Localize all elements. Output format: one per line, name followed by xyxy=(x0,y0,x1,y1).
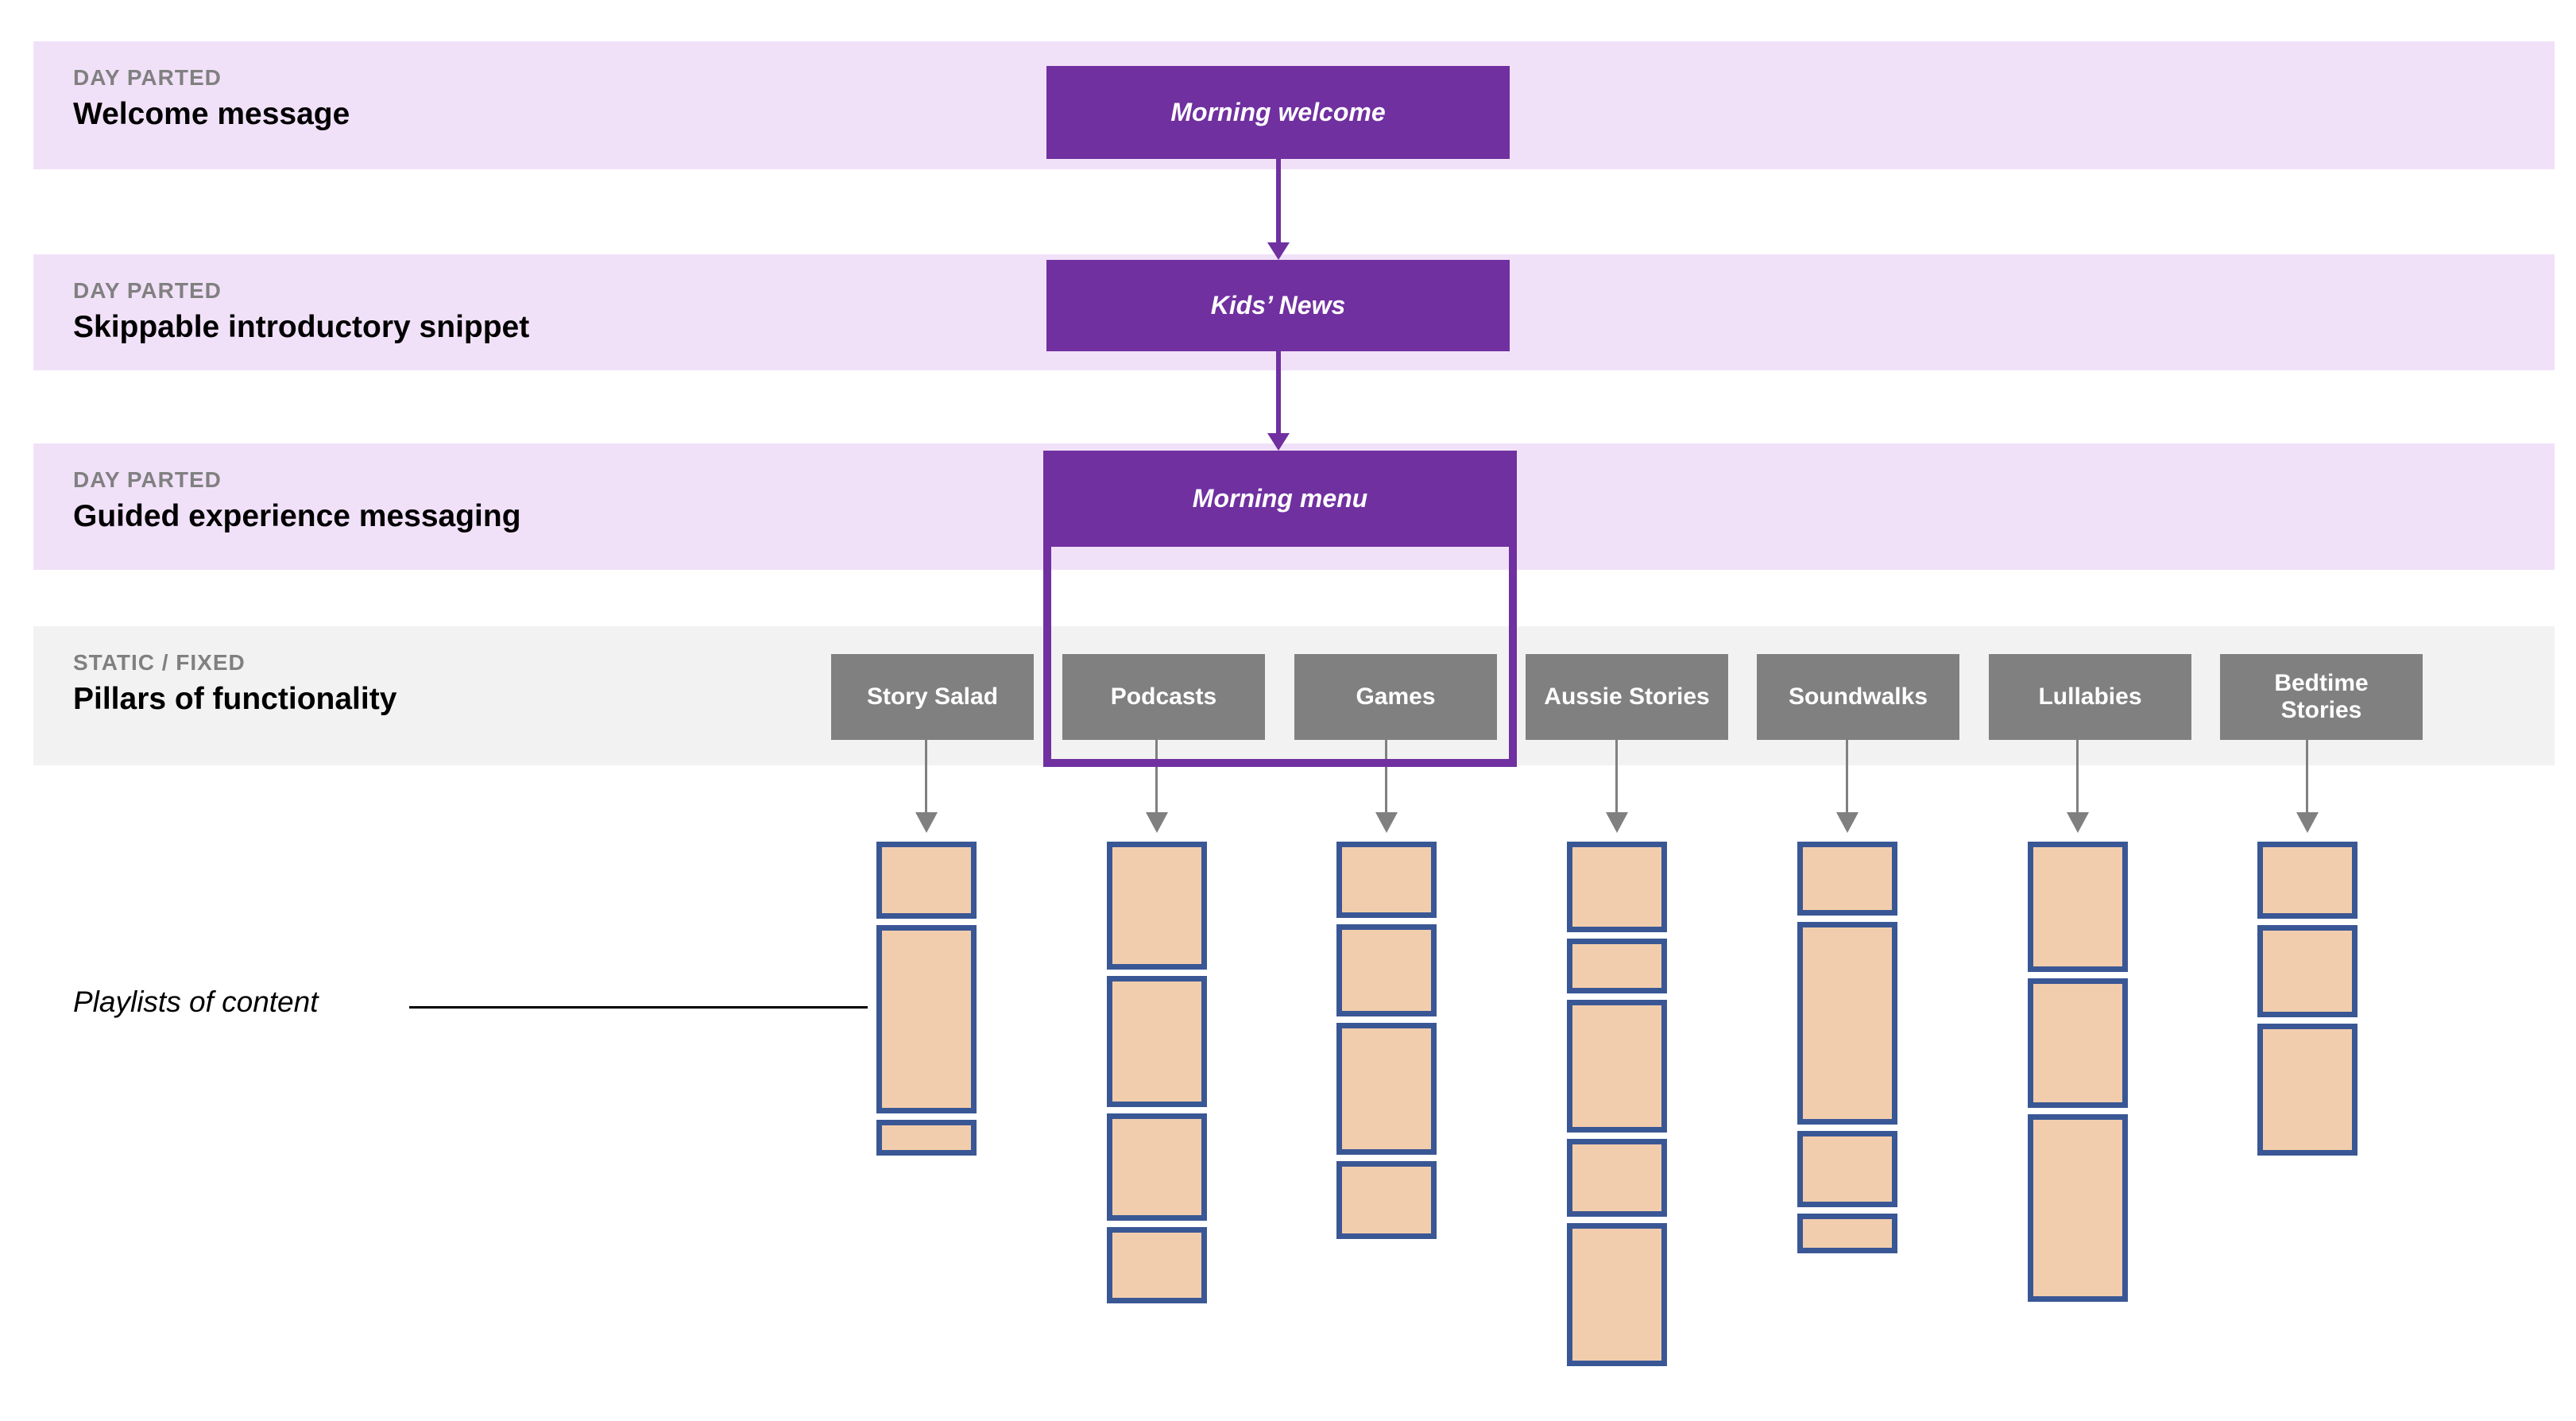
pillar-arrow-head xyxy=(2067,812,2089,833)
band-tag: DAY PARTED xyxy=(73,65,222,90)
playlist-box xyxy=(1797,922,1897,1125)
band-title: Guided experience messaging xyxy=(73,499,521,533)
playlist-box xyxy=(2257,1024,2357,1156)
playlist-box xyxy=(1567,1139,1667,1217)
playlist-box xyxy=(1567,1000,1667,1133)
playlist-box xyxy=(1567,1223,1667,1366)
pillar-arrow-line xyxy=(2306,740,2308,812)
pillar-aussie-stories: Aussie Stories xyxy=(1526,654,1728,740)
playlist-box xyxy=(876,925,977,1113)
pillar-arrow-line xyxy=(1846,740,1848,812)
pillar-podcasts: Podcasts xyxy=(1062,654,1265,740)
pillar-arrow-line xyxy=(1615,740,1618,812)
pillar-arrow-line xyxy=(925,740,927,812)
pillar-soundwalks: Soundwalks xyxy=(1757,654,1959,740)
playlist-box xyxy=(1107,976,1207,1107)
band-tag: STATIC / FIXED xyxy=(73,650,246,675)
band-tag: DAY PARTED xyxy=(73,278,222,303)
playlist-box xyxy=(1797,1131,1897,1207)
playlist-box xyxy=(1107,1227,1207,1303)
band-tag: DAY PARTED xyxy=(73,467,222,492)
playlist-box xyxy=(1336,924,1437,1016)
playlist-box xyxy=(1567,842,1667,932)
playlist-box xyxy=(2028,978,2128,1108)
flow-box-morning-menu: Morning menu xyxy=(1043,451,1517,547)
playlist-box xyxy=(1797,842,1897,916)
pillar-arrow-line xyxy=(2076,740,2079,812)
pillar-story-salad: Story Salad xyxy=(831,654,1034,740)
playlist-box xyxy=(876,842,977,919)
pillar-arrow-head xyxy=(1146,812,1168,833)
pillar-arrow-head xyxy=(2296,812,2319,833)
arrow-kidsnews-to-menu-head xyxy=(1267,433,1290,451)
playlist-box xyxy=(1107,1113,1207,1221)
arrow-welcome-to-kidsnews-head xyxy=(1267,242,1290,260)
arrow-kidsnews-to-menu-line xyxy=(1275,351,1281,433)
annotation-connector-line xyxy=(409,1006,868,1009)
band-title: Skippable introductory snippet xyxy=(73,310,530,344)
pillar-arrow-head xyxy=(1375,812,1398,833)
band-title: Welcome message xyxy=(73,97,350,131)
pillar-bedtime-stories: Bedtime Stories xyxy=(2220,654,2423,740)
playlist-box xyxy=(1107,842,1207,970)
playlist-box xyxy=(2257,925,2357,1017)
playlist-box xyxy=(2028,1114,2128,1302)
playlist-box xyxy=(876,1120,977,1156)
playlists-of-content-label: Playlists of content xyxy=(73,985,319,1018)
playlist-box xyxy=(1336,842,1437,918)
pillar-arrow-head xyxy=(915,812,938,833)
pillar-lullabies: Lullabies xyxy=(1989,654,2191,740)
pillar-arrow-line xyxy=(1155,740,1158,812)
pillar-games: Games xyxy=(1294,654,1497,740)
playlist-box xyxy=(2257,842,2357,919)
arrow-welcome-to-kidsnews-line xyxy=(1275,159,1281,242)
playlist-box xyxy=(2028,842,2128,972)
playlist-box xyxy=(1797,1214,1897,1253)
band-title: Pillars of functionality xyxy=(73,682,397,716)
playlist-box xyxy=(1336,1023,1437,1155)
pillar-arrow-line xyxy=(1385,740,1387,812)
flow-box-kids-news: Kids’ News xyxy=(1046,260,1510,351)
pillar-arrow-head xyxy=(1836,812,1859,833)
playlist-box xyxy=(1336,1161,1437,1239)
playlist-box xyxy=(1567,939,1667,993)
pillar-arrow-head xyxy=(1606,812,1628,833)
flow-box-morning-welcome: Morning welcome xyxy=(1046,66,1510,159)
